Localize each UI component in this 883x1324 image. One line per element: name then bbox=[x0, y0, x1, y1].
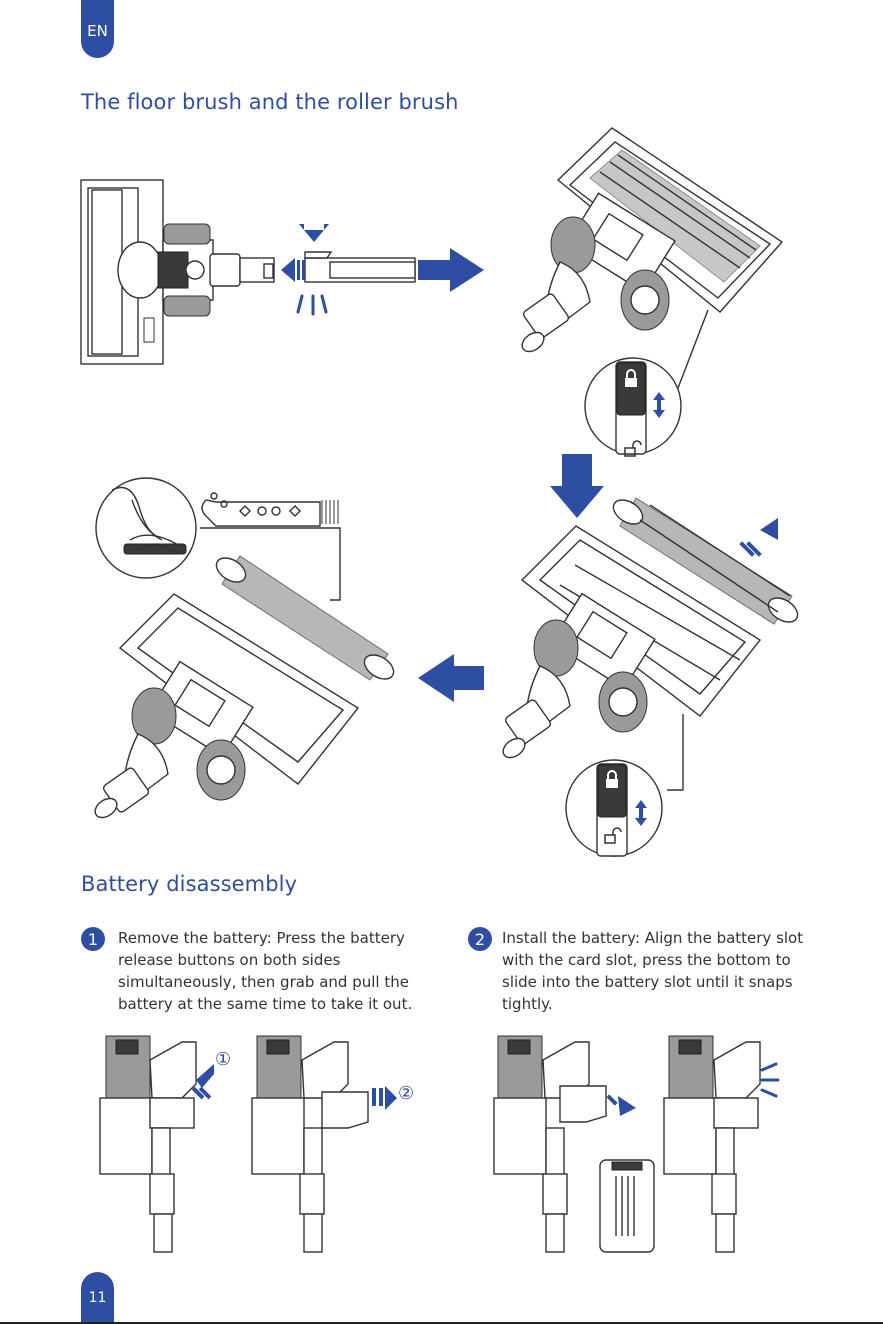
step-text-2: Install the battery: Align the battery s… bbox=[502, 927, 832, 1015]
section-title-brush: The floor brush and the roller brush bbox=[81, 90, 459, 114]
section-title-battery: Battery disassembly bbox=[81, 872, 298, 896]
step-2-line: Install the battery: Align the battery s… bbox=[502, 929, 804, 947]
floor-brush-iso-open bbox=[502, 525, 762, 759]
insert-arrow-icon bbox=[606, 1094, 636, 1116]
callout-2: ② bbox=[398, 1083, 415, 1104]
arrow-down-icon bbox=[299, 224, 329, 242]
up-down-arrow-icon bbox=[635, 800, 647, 826]
step-text-1: Remove the battery: Press the battery re… bbox=[118, 927, 428, 1015]
pull-arrow-icon bbox=[372, 1086, 397, 1110]
step-1-line: simultaneously, then grab and pull the bbox=[118, 973, 409, 991]
extension-tube bbox=[304, 251, 416, 283]
lock-zoom-2 bbox=[565, 759, 663, 857]
step-1-line: release buttons on both sides bbox=[118, 951, 341, 969]
lift-arrow-icon bbox=[739, 518, 778, 557]
language-tab: EN bbox=[81, 0, 114, 58]
unlock-icon bbox=[624, 440, 642, 457]
arrow-down-icon bbox=[550, 454, 604, 518]
step-1-line: Remove the battery: Press the battery bbox=[118, 929, 405, 947]
page-number: 11 bbox=[81, 1272, 114, 1324]
hair-zoom-circle bbox=[95, 477, 197, 579]
step-number-1: 1 bbox=[81, 927, 105, 951]
lock-icon bbox=[625, 369, 637, 387]
vacuum-battery-fig-2 bbox=[251, 1035, 369, 1253]
snap-lines-icon bbox=[760, 1062, 780, 1098]
callout-1: ① bbox=[215, 1049, 232, 1070]
step-2-line: tightly. bbox=[502, 995, 553, 1013]
arrow-left-icon bbox=[281, 258, 295, 282]
step-2-line: with the card slot, press the bottom to bbox=[502, 951, 791, 969]
lock-icon bbox=[606, 770, 618, 788]
arrow-right-icon bbox=[418, 248, 484, 292]
press-arrow-icon bbox=[191, 1064, 214, 1100]
cleaning-tool bbox=[201, 492, 339, 527]
step-number-2: 2 bbox=[468, 927, 492, 951]
unlock-icon bbox=[604, 827, 622, 844]
up-down-arrow-icon bbox=[653, 392, 665, 418]
lock-zoom-1 bbox=[584, 357, 682, 457]
bottom-rule bbox=[0, 1322, 883, 1324]
floor-brush-iso-closed bbox=[521, 127, 784, 353]
roller-brush-left bbox=[215, 555, 395, 681]
floor-brush-iso-open-left bbox=[94, 593, 360, 819]
vacuum-battery-fig-4 bbox=[663, 1035, 761, 1253]
vacuum-battery-fig-3 bbox=[493, 1035, 655, 1253]
step-1-line: battery at the same time to take it out. bbox=[118, 995, 413, 1013]
floor-brush-top-view bbox=[80, 179, 275, 365]
roller-brush-removed bbox=[612, 497, 799, 625]
arrow-left-icon bbox=[418, 654, 484, 702]
step-2-line: slide into the battery slot until it sna… bbox=[502, 973, 793, 991]
vacuum-battery-fig-1 bbox=[99, 1035, 197, 1253]
